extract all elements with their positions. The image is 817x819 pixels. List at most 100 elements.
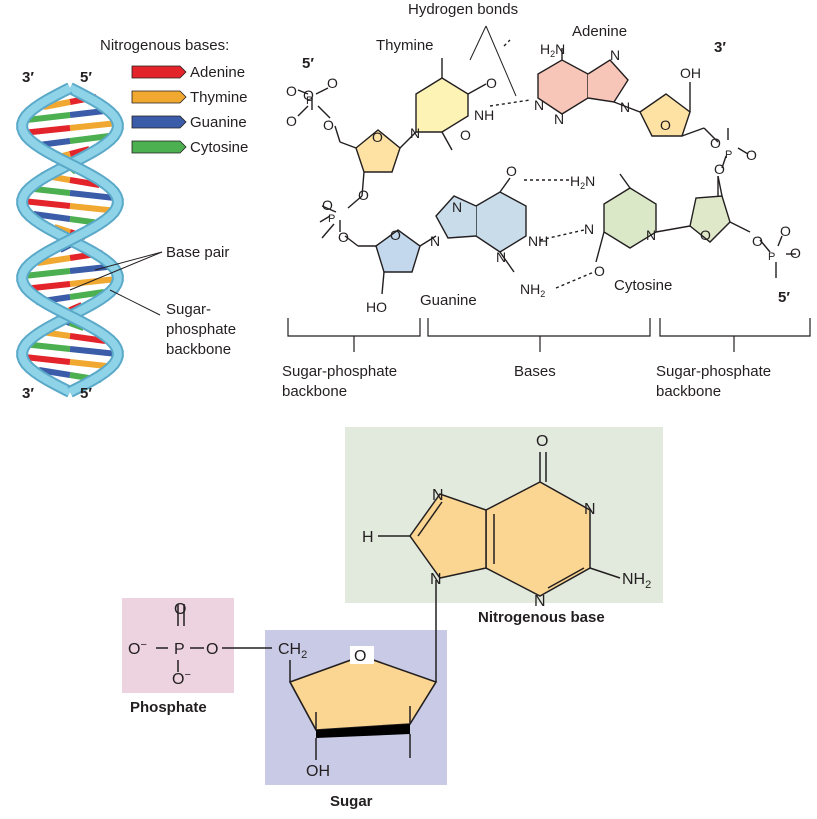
sugar-top xyxy=(355,129,401,173)
guanine-ring-five xyxy=(435,195,477,239)
adenine-ring xyxy=(537,59,589,115)
hydrogen-bonds-label: Hydrogen bonds xyxy=(408,1,518,18)
base-pair-bar xyxy=(26,112,71,123)
base-pair-structures xyxy=(287,25,811,352)
adenine-label: Adenine xyxy=(572,23,627,40)
sugar-right-top xyxy=(639,93,691,137)
atom-nh2: NH2 xyxy=(622,571,651,591)
atom-n-left: N xyxy=(432,487,444,504)
bracket-left-label-2: backbone xyxy=(282,383,347,400)
svg-text:O: O xyxy=(700,227,711,243)
legend-item-thymine: Thymine xyxy=(131,89,248,106)
base-pair-bar xyxy=(24,354,71,365)
legend-item-adenine: Adenine xyxy=(131,64,245,81)
atom-ring-o: O xyxy=(354,648,366,665)
structure-labels: Hydrogen bonds Thymine Adenine Guanine C… xyxy=(282,1,790,400)
svg-text:N: N xyxy=(496,249,506,265)
legend-item-guanine: Guanine xyxy=(131,114,247,131)
base-pair-bar xyxy=(32,211,71,222)
sugar-ring-thick-edge xyxy=(316,724,410,738)
svg-text:O: O xyxy=(372,129,383,145)
svg-text:O: O xyxy=(358,187,369,203)
svg-text:O: O xyxy=(323,117,334,133)
svg-text:O: O xyxy=(790,245,801,261)
svg-text:O: O xyxy=(327,75,338,91)
atom-p-o-right: O xyxy=(206,641,218,658)
atom-p-o-left: O− xyxy=(128,639,147,658)
legend-swatch xyxy=(131,65,187,79)
bracket-right-label-2: backbone xyxy=(656,383,721,400)
thymine-ring xyxy=(415,77,469,133)
phosphate-middle-left xyxy=(319,195,376,247)
svg-text:N: N xyxy=(554,111,564,127)
base-pair-bar xyxy=(69,177,100,188)
svg-text:N: N xyxy=(534,97,544,113)
legend-label: Thymine xyxy=(190,89,248,106)
base-pair-bar xyxy=(69,346,118,357)
svg-text:NH2: NH2 xyxy=(520,281,545,299)
helix-backbone-label-2: phosphate xyxy=(166,321,236,338)
guanine-ring xyxy=(475,191,527,253)
svg-text:O: O xyxy=(506,163,517,179)
legend-label: Adenine xyxy=(190,64,245,81)
legend-item-cytosine: Cytosine xyxy=(131,139,248,156)
svg-text:H2N: H2N xyxy=(570,173,595,191)
nucleotide: O N N N N H NH2 O P O− O− O CH2 O OH Nit… xyxy=(122,427,663,810)
svg-text:HO: HO xyxy=(366,299,387,315)
helix-bottom-right-label: 5′ xyxy=(80,385,92,402)
helix-backbone-label-1: Sugar- xyxy=(166,301,211,318)
legend-swatch xyxy=(131,115,187,129)
thymine-label: Thymine xyxy=(376,37,434,54)
nucleotide-atoms: O N N N N H NH2 O P O− O− O CH2 O OH xyxy=(128,433,651,780)
svg-text:N: N xyxy=(430,233,440,249)
svg-text:N: N xyxy=(610,47,620,63)
atom-p-o-top: O xyxy=(174,601,186,618)
base-pair-label: Base pair xyxy=(166,244,229,261)
svg-text:O: O xyxy=(594,263,605,279)
svg-text:P: P xyxy=(725,149,732,161)
svg-text:O: O xyxy=(460,127,471,143)
helix-bottom-left-label: 3′ xyxy=(22,385,34,402)
svg-text:N: N xyxy=(584,221,594,237)
five-prime-bottom-label: 5′ xyxy=(778,289,790,306)
svg-text:P: P xyxy=(306,95,313,107)
legend-label: Cytosine xyxy=(190,139,248,156)
base-pair-bar xyxy=(22,198,71,209)
sugar-bottom xyxy=(375,229,421,273)
svg-text:O: O xyxy=(746,147,757,163)
base-pair-bar xyxy=(69,190,116,201)
double-helix: 3′ 5′ 3′ 5′ Base pair Sugar- phosphate b… xyxy=(16,69,236,402)
atom-n-bottom: N xyxy=(534,593,546,610)
atom-o-top: O xyxy=(536,433,548,450)
base-pair-bar xyxy=(38,367,71,378)
svg-text:NH: NH xyxy=(528,233,548,249)
base-pair-bar xyxy=(37,255,71,266)
svg-text:OH: OH xyxy=(680,65,701,81)
brackets xyxy=(287,318,811,352)
svg-text:N: N xyxy=(646,227,656,243)
legend-swatch xyxy=(131,140,187,154)
base-pair-bar xyxy=(23,268,71,279)
cytosine-label: Cytosine xyxy=(614,277,672,294)
svg-text:O: O xyxy=(780,223,791,239)
base-pair-bar xyxy=(69,333,106,344)
atom-oh: OH xyxy=(306,763,330,780)
svg-text:N: N xyxy=(620,99,630,115)
legend-swatch xyxy=(131,90,187,104)
legend: Nitrogenous bases: AdenineThymineGuanine… xyxy=(100,37,248,156)
svg-text:N: N xyxy=(410,125,420,141)
sugar-label: Sugar xyxy=(330,793,373,810)
svg-text:O: O xyxy=(486,75,497,91)
helix-top-left-label: 3′ xyxy=(22,69,34,86)
bracket-middle-label: Bases xyxy=(514,363,556,380)
svg-text:O: O xyxy=(322,197,333,213)
phosphate-label: Phosphate xyxy=(130,699,207,716)
phosphate-right-bottom xyxy=(759,235,796,278)
svg-text:O: O xyxy=(286,113,297,129)
svg-text:O: O xyxy=(303,87,314,103)
base-pair-bar xyxy=(69,276,117,287)
svg-text:O: O xyxy=(714,161,725,177)
svg-text:O: O xyxy=(660,117,671,133)
